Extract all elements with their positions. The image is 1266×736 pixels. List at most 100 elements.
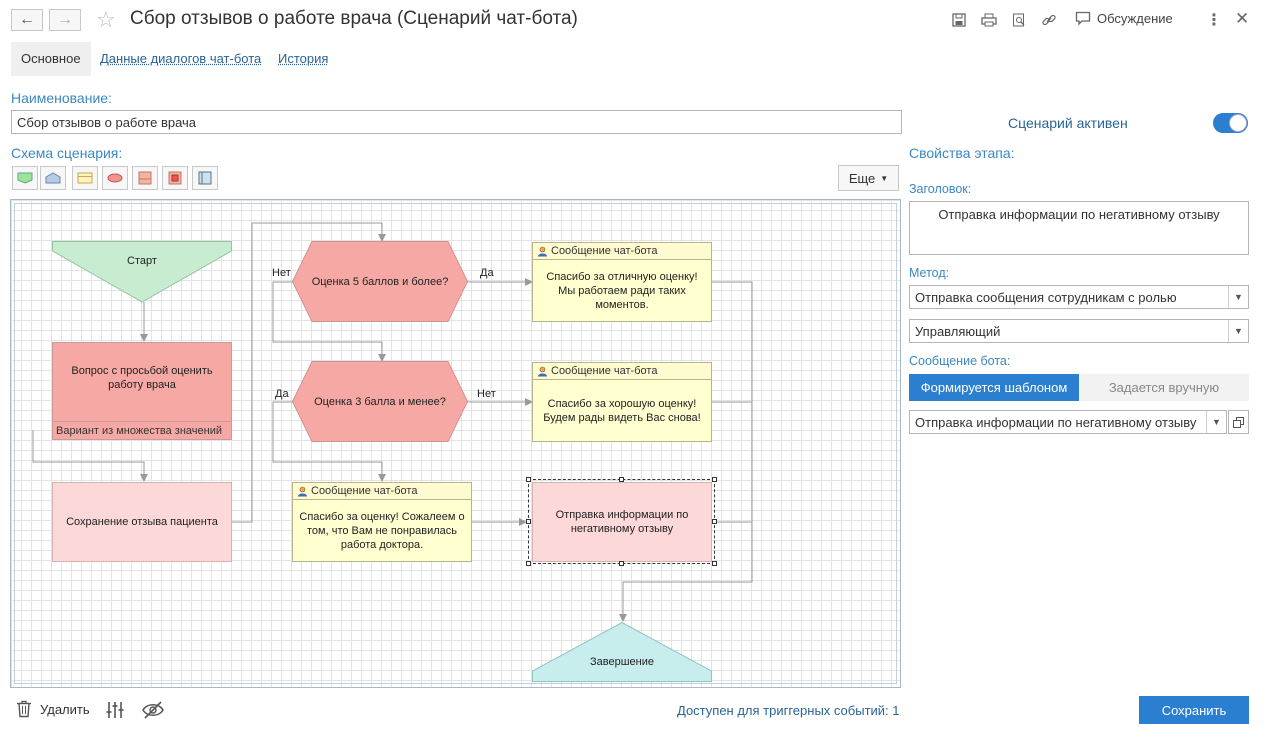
- edge-variant-save: [32, 430, 148, 482]
- delete-button[interactable]: Удалить: [16, 700, 90, 718]
- message1-text: Спасибо за отличную оценку! Мы работаем …: [546, 270, 698, 311]
- message2-node[interactable]: Сообщение чат-бота Спасибо за хорошую оц…: [532, 362, 712, 442]
- more-button[interactable]: Еще ▼: [838, 165, 899, 191]
- send-info-node[interactable]: Отправка информации по негативному отзыв…: [532, 482, 712, 562]
- role-select[interactable]: Управляющий ▼: [909, 319, 1249, 343]
- trash-icon: [17, 700, 31, 718]
- name-label: Наименование:: [11, 90, 112, 106]
- active-label: Сценарий активен: [1008, 115, 1128, 131]
- more-label: Еще: [848, 170, 876, 186]
- chevron-down-icon[interactable]: ▼: [1228, 286, 1248, 308]
- eye-off-icon: [142, 701, 164, 719]
- edge-cond2-yes: [272, 401, 386, 482]
- tab-main[interactable]: Основное: [11, 42, 91, 76]
- resize-handle[interactable]: [526, 477, 531, 482]
- schema-label: Схема сценария:: [11, 145, 123, 161]
- chevron-down-icon[interactable]: ▼: [1206, 411, 1226, 433]
- start-node-shape[interactable]: [52, 241, 232, 303]
- shape-condition-icon: [107, 173, 123, 183]
- question-node[interactable]: Вопрос с просьбой оценить работу врача В…: [52, 342, 232, 440]
- message3-node[interactable]: Сообщение чат-бота Спасибо за оценку! Со…: [292, 482, 472, 562]
- chevron-down-icon[interactable]: ▼: [1228, 320, 1248, 342]
- method-label: Метод:: [909, 266, 950, 280]
- start-node-label: Старт: [127, 255, 157, 267]
- resize-handle[interactable]: [712, 477, 717, 482]
- edge-cond1-no: [272, 281, 386, 362]
- seg-manual-button[interactable]: Задается вручную: [1079, 374, 1249, 401]
- preview-icon[interactable]: [1009, 10, 1029, 30]
- shape-start-icon: [17, 172, 33, 184]
- add-end-button[interactable]: [40, 166, 66, 190]
- method-select[interactable]: Отправка сообщения сотрудникам с ролью ▼: [909, 285, 1249, 309]
- link-icon[interactable]: [1039, 10, 1059, 30]
- resize-handle[interactable]: [712, 561, 717, 566]
- discussion-button[interactable]: Обсуждение: [1075, 11, 1173, 26]
- resize-handle[interactable]: [526, 519, 531, 524]
- trigger-events-link[interactable]: Доступен для триггерных событий: 1: [677, 703, 900, 718]
- open-window-icon: [1233, 416, 1244, 428]
- resize-handle[interactable]: [712, 519, 717, 524]
- save-button[interactable]: Сохранить: [1139, 696, 1249, 724]
- message3-header: Сообщение чат-бота: [293, 483, 471, 500]
- message3-text: Спасибо за оценку! Сожалеем о том, что В…: [299, 510, 465, 551]
- condition1-shape[interactable]: [292, 241, 468, 322]
- end-node-label: Завершение: [590, 656, 654, 668]
- edge-msg1-end: [619, 281, 753, 622]
- close-icon[interactable]: ✕: [1235, 9, 1250, 28]
- print-icon[interactable]: [979, 10, 999, 30]
- visibility-toggle-button[interactable]: [141, 700, 165, 723]
- message1-node[interactable]: Сообщение чат-бота Спасибо за отличную о…: [532, 242, 712, 322]
- add-question-button[interactable]: [132, 166, 158, 190]
- condition2-label: Оценка 3 балла и менее?: [314, 395, 446, 408]
- user-icon: [538, 366, 547, 376]
- resize-handle[interactable]: [619, 561, 624, 566]
- forward-button[interactable]: →: [49, 9, 81, 31]
- resize-handle[interactable]: [619, 477, 624, 482]
- edge-label-yes-2: Да: [275, 388, 289, 400]
- save-review-node[interactable]: Сохранение отзыва пациента: [52, 482, 232, 562]
- chevron-down-icon: ▼: [880, 173, 889, 183]
- resize-handle[interactable]: [526, 561, 531, 566]
- settings-sliders-button[interactable]: [105, 700, 125, 723]
- seg-template-button[interactable]: Формируется шаблоном: [909, 374, 1079, 401]
- question-node-label: Вопрос с просьбой оценить работу врача: [71, 365, 213, 391]
- shape-subprocess-icon: [168, 171, 182, 185]
- open-template-button[interactable]: [1228, 410, 1249, 434]
- active-toggle[interactable]: [1213, 113, 1248, 133]
- arrow-right-icon: →: [57, 11, 73, 28]
- edge-label-no-1: Нет: [272, 267, 291, 279]
- role-value: Управляющий: [915, 323, 1001, 339]
- diagram-canvas[interactable]: Старт Вопрос с просьбой оценить работу в…: [10, 199, 901, 688]
- add-subprocess-button[interactable]: [162, 166, 188, 190]
- method-value: Отправка сообщения сотрудникам с ролью: [915, 289, 1177, 305]
- template-value: Отправка информации по негативному отзыв…: [915, 414, 1197, 430]
- add-condition-button[interactable]: [102, 166, 128, 190]
- end-node-shape[interactable]: [532, 622, 712, 682]
- chat-bubble-icon: [1075, 11, 1091, 26]
- save-disk-icon[interactable]: [949, 10, 969, 30]
- delete-label: Удалить: [40, 701, 90, 717]
- user-icon: [298, 486, 307, 496]
- back-button[interactable]: ←: [11, 9, 43, 31]
- name-input[interactable]: Сбор отзывов о работе врача: [11, 110, 902, 134]
- shape-end-icon: [45, 172, 61, 184]
- tab-history[interactable]: История: [278, 51, 329, 66]
- bot-msg-label: Сообщение бота:: [909, 354, 1011, 368]
- favorite-star-icon[interactable]: ☆: [96, 7, 116, 32]
- shape-question-icon: [138, 171, 152, 185]
- message2-header: Сообщение чат-бота: [533, 363, 711, 380]
- heading-textarea[interactable]: Отправка информации по негативному отзыв…: [909, 201, 1249, 255]
- add-action-button[interactable]: [72, 166, 98, 190]
- condition2-shape[interactable]: [292, 361, 468, 442]
- message1-header: Сообщение чат-бота: [533, 243, 711, 260]
- more-vertical-icon[interactable]: ⋮: [1206, 12, 1222, 29]
- tab-dialog-data[interactable]: Данные диалогов чат-бота: [100, 51, 262, 66]
- arrow-left-icon: ←: [19, 11, 35, 28]
- edge-label-yes-1: Да: [480, 267, 494, 279]
- template-select[interactable]: Отправка информации по негативному отзыв…: [909, 410, 1227, 434]
- variant-port[interactable]: Вариант из множества значений: [53, 421, 231, 439]
- add-frame-button[interactable]: [192, 166, 218, 190]
- save-review-label: Сохранение отзыва пациента: [66, 516, 218, 528]
- add-start-button[interactable]: [12, 166, 38, 190]
- toggle-knob: [1229, 114, 1247, 132]
